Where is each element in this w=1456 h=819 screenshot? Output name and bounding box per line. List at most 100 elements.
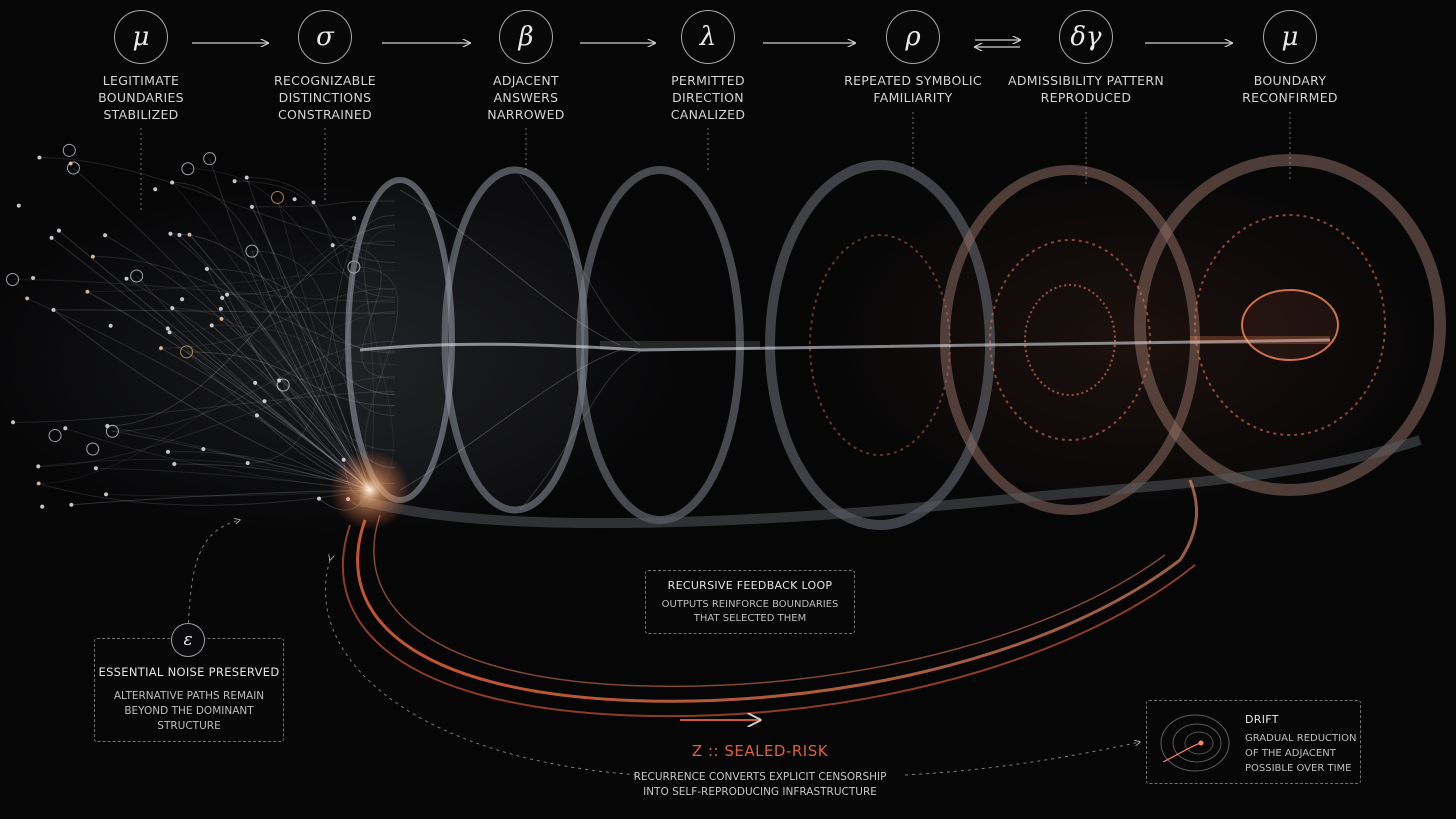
stage-label: ADJACENT ANSWERS NARROWED (487, 73, 565, 122)
stage-label: BOUNDARY RECONFIRMED (1242, 73, 1338, 105)
mu-symbol: μ (114, 10, 168, 64)
network-node (102, 233, 108, 238)
network-node (276, 378, 282, 383)
network-node (276, 378, 290, 392)
network-node (105, 423, 110, 429)
network-strand (209, 158, 371, 491)
network-strand (170, 233, 396, 395)
network-node (93, 466, 99, 471)
network-node (37, 155, 42, 160)
network-strand (246, 177, 396, 298)
stage-legitimate-boundaries: μ LEGITIMATE BOUNDARIES STABILIZED (51, 10, 231, 123)
network-node (124, 276, 129, 281)
network-node (351, 215, 357, 221)
network-strand (87, 291, 371, 491)
network-node (179, 297, 185, 302)
network-strand (53, 309, 396, 314)
network-node (254, 413, 260, 418)
feedback-loop-track (341, 479, 1199, 720)
network-node (40, 504, 45, 509)
ring-5 (940, 165, 1200, 515)
ring-6 (1134, 154, 1446, 496)
network-node (165, 449, 171, 454)
stage-flow-arrows (192, 40, 1232, 47)
network-node (6, 273, 20, 287)
network-node (316, 496, 322, 501)
network-strand (227, 240, 396, 296)
network-node (90, 254, 96, 259)
network-node (69, 502, 74, 507)
network-node (16, 203, 21, 208)
sealed-risk-title: Z :: SEALED-RISK (691, 742, 829, 760)
network-node (220, 295, 225, 300)
network-strand (104, 234, 371, 491)
network-strand (73, 167, 371, 491)
network-node (108, 323, 113, 328)
network-node (330, 243, 335, 248)
network-node (85, 289, 90, 294)
network-strand (332, 244, 396, 379)
stage-permitted-direction: λ PERMITTED DIRECTION CANALIZED (618, 10, 798, 123)
drift-panel: DRIFT GRADUAL REDUCTION OF THE ADJACENT … (1146, 700, 1361, 784)
network-strand (112, 340, 396, 432)
network-node (130, 269, 144, 283)
network-strand (251, 200, 396, 208)
network-strand (189, 234, 371, 491)
network-node (219, 316, 224, 321)
network-strand (206, 268, 371, 491)
network-node (311, 200, 316, 205)
network-node (167, 330, 172, 335)
network-strand (38, 482, 371, 506)
rho-symbol: ρ (886, 10, 940, 64)
stage-admissibility-pattern: δγ ADMISSIBILITY PATTERN REPRODUCED (996, 10, 1176, 106)
network-strand (53, 309, 371, 491)
network-node (292, 197, 297, 202)
network-node (172, 461, 177, 467)
feedback-loop-title: RECURSIVE FEEDBACK LOOP (667, 579, 833, 592)
network-node (63, 426, 68, 431)
network-strand (160, 288, 396, 349)
network-node (165, 326, 170, 331)
sigma-symbol: σ (298, 10, 352, 64)
network-strand (136, 275, 371, 491)
network-strand (170, 233, 371, 491)
network-node (249, 204, 255, 209)
network-node (10, 420, 16, 425)
leader-lines (140, 112, 1291, 210)
network-strand (277, 197, 371, 491)
network-node (270, 190, 284, 204)
network-node (62, 143, 76, 157)
network-node (68, 161, 73, 166)
network-strand (26, 297, 371, 491)
network-node (170, 306, 175, 311)
network-node (48, 429, 62, 443)
network-strand (39, 157, 396, 246)
network-node (245, 244, 259, 258)
stage-adjacent-answers: β ADJACENT ANSWERS NARROWED (436, 10, 616, 123)
stage-label: ADMISSIBILITY PATTERN REPRODUCED (1008, 73, 1164, 105)
epsilon-symbol: ε (171, 623, 205, 657)
network-node (245, 460, 250, 466)
network-node (51, 307, 56, 313)
network-node (170, 180, 175, 185)
noise-network (6, 143, 399, 511)
feedback-loop-description: OUTPUTS REINFORCE BOUNDARIES THAT SELECT… (661, 599, 839, 624)
network-node (203, 152, 217, 166)
network-strand (171, 182, 371, 491)
panel-connectors (187, 520, 1140, 776)
network-strand (251, 250, 396, 417)
stage-label: LEGITIMATE BOUNDARIES STABILIZED (98, 73, 184, 122)
lambda-symbol: λ (681, 10, 735, 64)
delta-gamma-symbol: δγ (1059, 10, 1113, 64)
network-strand (65, 427, 371, 491)
beta-symbol: β (499, 10, 553, 64)
network-strand (38, 310, 396, 484)
network-strand (12, 279, 396, 303)
stage-label: PERMITTED DIRECTION CANALIZED (670, 73, 746, 122)
ring-2 (441, 166, 589, 514)
network-node (66, 161, 80, 175)
drift-title: DRIFT (1245, 713, 1279, 726)
stage-recognizable-distinctions: σ RECOGNIZABLE DISTINCTIONS CONSTRAINED (235, 10, 415, 123)
network-strand (171, 307, 371, 491)
